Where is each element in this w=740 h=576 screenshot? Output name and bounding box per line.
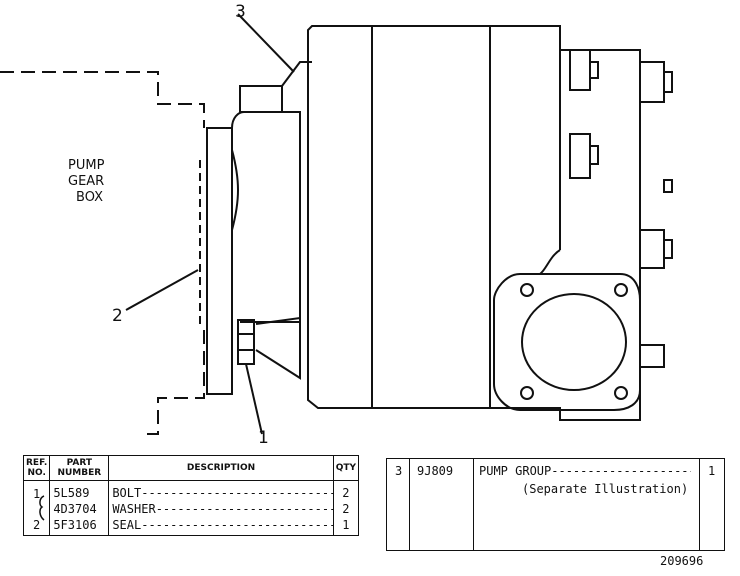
parts-table: REF. NO. PART NUMBER DESCRIPTION QTY 1 5… <box>22 455 360 536</box>
group-qty: 1 <box>708 464 716 478</box>
adapter <box>231 111 301 323</box>
row-description: SEAL <box>108 517 334 536</box>
group-note: (Separate Illustration) <box>522 482 689 496</box>
bolt <box>237 319 255 365</box>
header-part-number: PART NUMBER <box>49 455 110 481</box>
callout-1: 1 <box>258 428 269 448</box>
leader-2 <box>125 269 199 311</box>
row-qty: 2 <box>332 501 360 517</box>
gear-box-outline-lower <box>140 330 205 435</box>
row-part: 4D3704 <box>49 501 110 517</box>
row-description: WASHER <box>108 501 334 517</box>
header-ref: REF. NO. <box>22 455 51 481</box>
row-part: 5F3106 <box>49 517 110 536</box>
group-ref: 3 <box>395 464 403 478</box>
row-qty: 2 <box>332 480 360 501</box>
gear-box-label: PUMP GEAR BOX <box>68 158 105 205</box>
table-header: REF. NO. PART NUMBER DESCRIPTION QTY <box>22 455 360 481</box>
drawing-number: 209696 <box>660 554 704 568</box>
end-bolts <box>569 49 673 368</box>
table-row: 2 5F3106 SEAL 1 <box>22 517 360 536</box>
leader-1 <box>245 363 263 435</box>
row-ref <box>22 501 51 517</box>
table-row: 4D3704 WASHER 2 <box>22 501 360 517</box>
port-opening <box>521 293 627 391</box>
gear-box-outline <box>0 71 205 128</box>
row-description: BOLT <box>108 480 334 501</box>
pump-housing <box>307 25 641 421</box>
port-flange <box>493 273 641 411</box>
table-row: 1 5L589 BOLT 2 <box>22 480 360 501</box>
group-part-number: 9J809 <box>417 464 454 478</box>
group-description: PUMP GROUP <box>479 464 691 478</box>
row-ref: 1 <box>22 480 51 501</box>
pump-group-table: 3 9J809 PUMP GROUP (Separate Illustratio… <box>386 458 725 551</box>
leader-3 <box>237 13 295 73</box>
header-qty: QTY <box>332 455 360 481</box>
header-description: DESCRIPTION <box>108 455 334 481</box>
row-ref: 2 <box>22 517 51 536</box>
callout-3: 3 <box>235 2 246 22</box>
row-part: 5L589 <box>49 480 110 501</box>
callout-2: 2 <box>112 306 123 326</box>
row-qty: 1 <box>332 517 360 536</box>
mounting-flange <box>206 127 233 395</box>
